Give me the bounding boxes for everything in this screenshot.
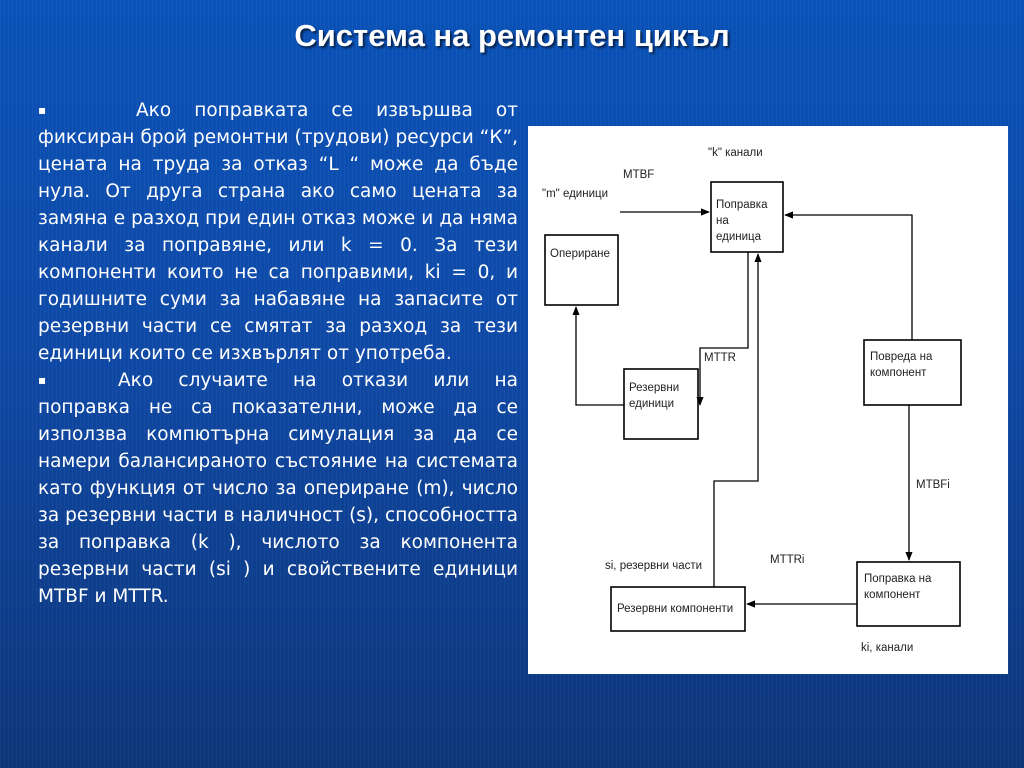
m-units-label: "m" единици: [542, 188, 608, 200]
spare-units-label-2: единици: [629, 398, 674, 410]
spare-components-label: Резервни компоненти: [617, 603, 733, 615]
si-spare-parts-label: si, резервни части: [605, 560, 702, 572]
square-bullet-icon: ▪: [38, 103, 47, 117]
paragraph-1-text: Ако поправката се извършва от фиксиран б…: [38, 100, 518, 364]
k-channels-label: "k" канали: [708, 147, 763, 159]
square-bullet-icon: ▪: [38, 373, 47, 387]
component-failure-box: Повреда на компонент: [863, 339, 962, 406]
mttr-label: MTTR: [704, 352, 736, 364]
component-repair-box: Поправка на компонент: [856, 561, 961, 627]
arrow-spare-components-to-unit-repair: [713, 253, 762, 587]
paragraph-2-text: Ако случаите на откази или на поправка н…: [38, 370, 518, 607]
component-failure-label-2: компонент: [870, 367, 927, 379]
arrow-failure-to-unit-repair: [784, 211, 913, 340]
repair-cycle-diagram: Опериране Поправка на единица Резервни е…: [528, 126, 1008, 674]
slide-title: Система на ремонтен цикъл: [294, 18, 730, 53]
operating-box-label: Опериране: [550, 248, 610, 260]
paragraph-2: ▪Ако случаите на откази или на поправка …: [38, 367, 518, 610]
spare-units-box: Резервни единици: [623, 368, 699, 440]
unit-repair-label-3: единица: [716, 231, 762, 243]
spare-units-label-1: Резервни: [629, 382, 679, 394]
arrow-spare-units-to-operating: [572, 306, 624, 406]
component-failure-label-1: Повреда на: [870, 351, 933, 363]
arrow-unit-repair-to-spare-units: [696, 252, 749, 406]
unit-repair-box: Поправка на единица: [710, 181, 784, 253]
body-text: ▪Ако поправката се извършва от фиксиран …: [38, 97, 518, 610]
mttri-label: MTTRi: [770, 554, 805, 566]
component-repair-label-1: Поправка на: [864, 573, 932, 585]
diagram-canvas: Опериране Поправка на единица Резервни е…: [542, 147, 962, 654]
mtbfi-label: MTBFi: [916, 479, 950, 491]
spare-components-box: Резервни компоненти: [610, 586, 746, 632]
unit-repair-label-2: на: [716, 215, 729, 227]
unit-repair-label-1: Поправка: [716, 199, 768, 211]
mtbf-label: MTBF: [623, 169, 654, 181]
component-repair-label-2: компонент: [864, 589, 921, 601]
paragraph-1: ▪Ако поправката се извършва от фиксиран …: [38, 97, 518, 367]
ki-channels-label: ki, канали: [861, 642, 913, 654]
operating-box: Опериране: [544, 234, 619, 306]
